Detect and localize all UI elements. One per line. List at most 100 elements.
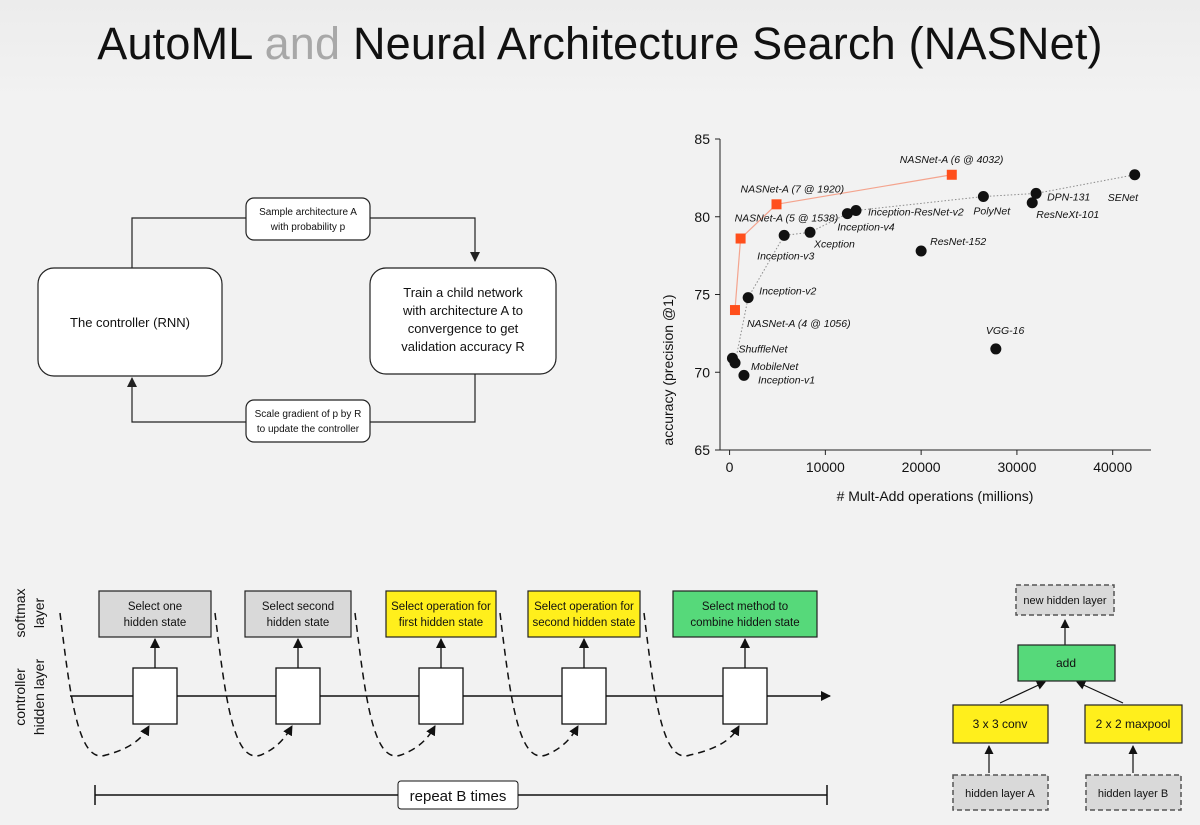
- softmax-step-label-line: combine hidden state: [690, 617, 799, 629]
- repeat-bracket: repeat B times: [94, 780, 828, 810]
- y-tick-label: 75: [694, 287, 710, 303]
- loop-bottom-line: [132, 374, 476, 423]
- nasnet-point-label: NASNet-A (4 @ 1056): [747, 318, 851, 330]
- softmax-step-label-line: Select one: [128, 601, 182, 613]
- model-point-label: ResNeXt-101: [1036, 209, 1099, 221]
- y-axis-label: accuracy (precision @1): [660, 294, 676, 445]
- softmax-step-label-line: first hidden state: [399, 617, 483, 629]
- model-point-label: Inception-v1: [758, 374, 815, 386]
- y-tick-label: 80: [694, 209, 710, 225]
- maxpool-box: 2 x 2 maxpool: [1084, 704, 1183, 744]
- conv-box: 3 x 3 conv: [952, 704, 1049, 744]
- softmax-step-box: [672, 590, 818, 638]
- controller-step: Select operation for second hidden state: [499, 590, 641, 757]
- automl-loop-diagram: The controller (RNN) Sample architecture…: [37, 197, 557, 443]
- softmax-step-box: [385, 590, 497, 638]
- nasnet-point: [735, 233, 746, 244]
- x-tick-label: 20000: [902, 459, 941, 475]
- hidden-cell-box: [722, 667, 768, 725]
- title-bar: [0, 0, 1200, 100]
- train-line-4: validation accuracy R: [401, 339, 525, 354]
- softmax-step-label-line: hidden state: [267, 617, 330, 629]
- hidden-cell-box: [561, 667, 607, 725]
- controller-step: Select operation for first hidden state: [354, 590, 497, 757]
- model-point-label: Inception-v3: [757, 250, 814, 262]
- nasnet-point-label: NASNet-A (5 @ 1538): [735, 213, 839, 225]
- hidden-layer-a-rect: [952, 774, 1049, 811]
- title-automl: AutoML: [97, 18, 252, 69]
- new-hidden-layer-label: new hidden layer: [1023, 595, 1107, 607]
- nasnet-series-line: [734, 174, 952, 311]
- model-point-label: MobileNet: [751, 361, 799, 373]
- feedback-dashed-arrow: [214, 612, 293, 757]
- softmax-label-2: layer: [31, 597, 47, 628]
- feedback-dashed-arrow: [499, 612, 579, 757]
- new-hidden-layer-box: new hidden layer: [1015, 584, 1115, 616]
- feedback-dashed-arrow: [59, 612, 150, 757]
- x-tick-label: 0: [726, 459, 734, 475]
- model-point: [729, 357, 741, 369]
- softmax-step-box: [527, 590, 641, 638]
- controller-label: The controller (RNN): [70, 315, 190, 330]
- softmax-step-label-line: Select operation for: [534, 601, 634, 613]
- model-point-label: VGG-16: [986, 325, 1025, 337]
- hidden-layer-label-1: controller: [12, 668, 28, 726]
- x-tick-label: 40000: [1093, 459, 1132, 475]
- train-line-2: with architecture A to: [402, 303, 523, 318]
- softmax-step-label-line: Select second: [262, 601, 334, 613]
- add-box: add: [1017, 644, 1116, 682]
- scale-line-2: to update the controller: [257, 424, 360, 435]
- y-tick-label: 85: [694, 131, 710, 147]
- add-rect: [1017, 644, 1116, 682]
- softmax-step-label-line: second hidden state: [533, 617, 636, 629]
- model-point: [990, 343, 1002, 355]
- new-hidden-layer-rect: [1015, 584, 1115, 616]
- repeat-label: repeat B times: [410, 788, 507, 805]
- hidden-layer-label-2: hidden layer: [31, 659, 47, 736]
- hidden-layer-a-box: hidden layer A: [952, 774, 1049, 811]
- hidden-layer-b-rect: [1085, 774, 1182, 811]
- scale-line-1: Scale gradient of p by R: [255, 409, 362, 420]
- scale-gradient-box: Scale gradient of p by R to update the c…: [245, 399, 371, 443]
- sample-line-1: Sample architecture A: [259, 207, 357, 218]
- x-axis-label: # Mult-Add operations (millions): [837, 488, 1034, 504]
- y-tick-label: 70: [694, 364, 710, 380]
- x-tick-label: 30000: [997, 459, 1036, 475]
- sample-architecture-box: Sample architecture A with probability p: [245, 197, 371, 241]
- model-point: [1030, 187, 1042, 199]
- model-point: [742, 292, 754, 304]
- controller-box: The controller (RNN): [37, 267, 223, 377]
- title-and: and: [264, 18, 341, 69]
- model-point: [977, 191, 989, 203]
- controller-step: Select method to combine hidden state: [643, 590, 818, 757]
- softmax-step-box: [98, 590, 212, 638]
- nasnet-point-label: NASNet-A (6 @ 4032): [900, 154, 1004, 166]
- model-point-label: ResNet-152: [930, 236, 986, 248]
- train-line-1: Train a child network: [403, 285, 523, 300]
- model-point-label: Inception-ResNet-v2: [868, 207, 964, 219]
- model-point: [1129, 169, 1141, 181]
- softmax-step-label-line: Select operation for: [391, 601, 491, 613]
- softmax-step-label-line: Select method to: [702, 601, 788, 613]
- conv-rect: [952, 704, 1049, 744]
- hidden-layer-b-box: hidden layer B: [1085, 774, 1182, 811]
- hidden-cell-box: [418, 667, 464, 725]
- train-line-3: convergence to get: [408, 321, 519, 336]
- model-point-label: Inception-v2: [759, 286, 816, 298]
- hidden-cell-box: [275, 667, 321, 725]
- model-point-label: Xception: [813, 238, 855, 250]
- nasnet-point-label: NASNet-A (7 @ 1920): [741, 183, 845, 195]
- model-point-label: DPN-131: [1047, 191, 1090, 203]
- maxpool-rect: [1084, 704, 1183, 744]
- model-point: [1026, 197, 1038, 209]
- hidden-layer-a-label: hidden layer A: [965, 788, 1035, 800]
- model-point-label: Inception-v4: [837, 222, 894, 234]
- x-tick-label: 10000: [806, 459, 845, 475]
- model-point: [841, 208, 853, 220]
- nasnet-point: [946, 169, 957, 180]
- model-point: [804, 226, 816, 238]
- controller-step: Select second hidden state: [214, 590, 352, 757]
- cell-combine-diagram: new hidden layer add 3 x 3 conv 2 x 2 ma…: [952, 584, 1183, 811]
- loop-top-line: [131, 217, 475, 268]
- feedback-dashed-arrow: [643, 612, 740, 757]
